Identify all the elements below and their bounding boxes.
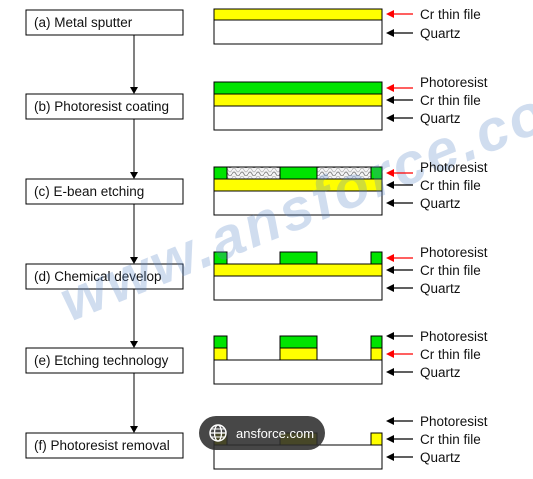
flow-arrow-head [130, 172, 138, 179]
quartz-substrate [213, 275, 383, 301]
step-c-label: (c) E-bean etching [34, 184, 144, 199]
flow-arrow-head [130, 87, 138, 94]
label-quartz: Quartz [420, 450, 461, 465]
label-cr: Cr thin file [420, 347, 481, 362]
step-e-label: (e) Etching technology [34, 353, 169, 368]
label-photoresist: Photoresist [420, 414, 488, 429]
step-c: (c) E-bean etching [25, 178, 184, 205]
photoresist-layer [213, 81, 383, 95]
pointer-arrows-red [386, 10, 413, 358]
cross-section-d [213, 251, 383, 301]
cross-section-c [213, 166, 383, 216]
step-a: (a) Metal sputter [25, 9, 184, 36]
cr-segment [370, 432, 383, 446]
step-d-label: (d) Chemical develop [34, 269, 162, 284]
cross-section-a [213, 8, 383, 45]
badge-label: ansforce.com [236, 425, 315, 441]
cr-layer [213, 8, 383, 21]
cr-layer [213, 93, 383, 107]
step-a-label: (a) Metal sputter [34, 15, 133, 30]
exposed-resist-segment [226, 166, 281, 180]
cr-segment [213, 347, 228, 361]
label-photoresist: Photoresist [420, 329, 488, 344]
label-quartz: Quartz [420, 26, 461, 41]
step-e: (e) Etching technology [25, 347, 184, 374]
label-quartz: Quartz [420, 111, 461, 126]
site-badge[interactable]: ansforce.com [199, 416, 325, 450]
step-f: (f) Photoresist removal [25, 432, 184, 459]
photoresist-segment [279, 335, 318, 349]
quartz-substrate [213, 359, 383, 385]
photoresist-segment [370, 335, 383, 349]
label-cr: Cr thin file [420, 93, 481, 108]
layer-labels: Cr thin file Quartz Photoresist Cr thin … [420, 7, 488, 465]
label-photoresist: Photoresist [420, 75, 488, 90]
label-cr: Cr thin file [420, 178, 481, 193]
quartz-substrate [213, 19, 383, 45]
photoresist-segment [279, 251, 318, 265]
label-quartz: Quartz [420, 281, 461, 296]
label-quartz: Quartz [420, 365, 461, 380]
step-f-label: (f) Photoresist removal [34, 438, 170, 453]
label-cr: Cr thin file [420, 7, 481, 22]
pointer-arrows-black [386, 29, 413, 461]
step-b-label: (b) Photoresist coating [34, 99, 169, 114]
flow-arrows [130, 35, 138, 433]
cross-section-b [213, 81, 383, 131]
photoresist-segment [213, 166, 228, 180]
label-photoresist: Photoresist [420, 245, 488, 260]
label-cr: Cr thin file [420, 263, 481, 278]
label-photoresist: Photoresist [420, 160, 488, 175]
cross-section-e [213, 335, 383, 385]
quartz-substrate [213, 105, 383, 131]
step-d: (d) Chemical develop [25, 263, 184, 290]
flow-arrow-head [130, 426, 138, 433]
step-b: (b) Photoresist coating [25, 93, 184, 120]
flow-arrow-head [130, 257, 138, 264]
photoresist-segment [370, 251, 383, 265]
flow-arrow-head [130, 341, 138, 348]
cr-segment [279, 347, 318, 361]
globe-icon [208, 423, 228, 443]
label-cr: Cr thin file [420, 432, 481, 447]
cr-segment [370, 347, 383, 361]
quartz-substrate [213, 190, 383, 216]
photoresist-segment [213, 335, 228, 349]
label-quartz: Quartz [420, 196, 461, 211]
